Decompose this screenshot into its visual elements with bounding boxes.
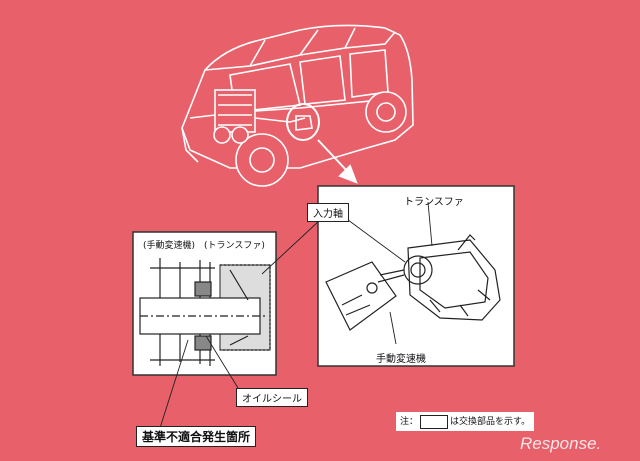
legend-note-prefix: 注： (400, 417, 419, 427)
manual-transmission-label-bottom: 手動変速機 (376, 354, 426, 365)
transfer-label-right: トランスファ (404, 197, 464, 208)
response-watermark: Response. (520, 434, 602, 453)
legend-swatch (420, 414, 449, 429)
input-shaft-label: 入力軸 (307, 203, 349, 222)
cross-section-drawing (139, 258, 271, 366)
legend-note-suffix: は交換部品を示す。 (450, 417, 531, 427)
right-panel-leaders (339, 201, 433, 345)
zoom-arrow (317, 139, 358, 184)
oil-seal-label: オイルシール (236, 388, 308, 407)
van-illustration (181, 24, 414, 187)
legend-note: 注： は交換部品を示す。 (396, 412, 535, 431)
defect-location-label: 基準不適合発生箇所 (136, 426, 257, 447)
transfer-assembly (325, 234, 501, 331)
transfer-label-left: (トランスファ) (204, 241, 265, 251)
left-panel-leaders (159, 219, 321, 429)
manual-transmission-label-left: (手動変速機) (143, 241, 196, 251)
transfer-detail-panel (317, 185, 515, 367)
